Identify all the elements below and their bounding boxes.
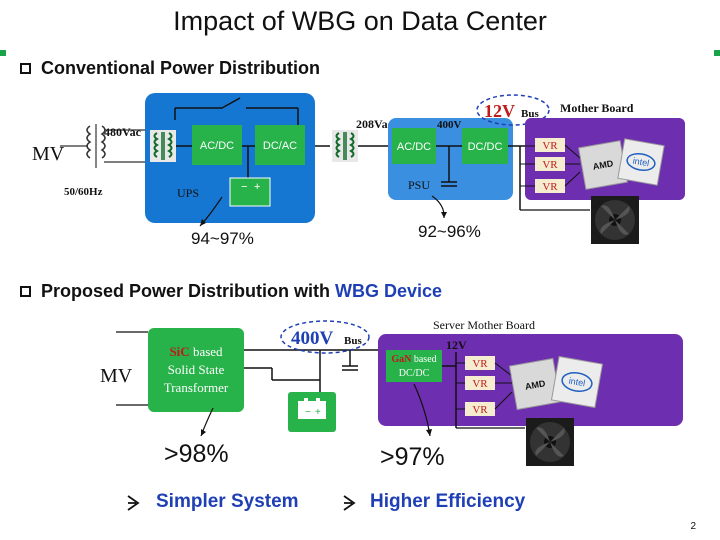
voltage-480-label: 480Vac — [104, 125, 142, 139]
vr-label-2: VR — [542, 159, 558, 171]
sst-label-line2: Solid State — [168, 362, 225, 377]
intel-cpu-icon: intel — [550, 355, 604, 409]
mv-label-2: MV — [100, 365, 133, 387]
vr-label-3: VR — [542, 181, 558, 193]
page-number: 2 — [690, 521, 696, 532]
ups-acdc-box — [192, 125, 242, 165]
page-title: Impact of WBG on Data Center — [173, 6, 547, 36]
intel-cpu-icon: intel — [617, 138, 665, 186]
cooling-fan-icon-2 — [526, 418, 574, 466]
feature-higher-efficiency: Higher Efficiency — [370, 491, 526, 512]
feature-arrow-icon-2 — [343, 495, 356, 511]
svg-text:+: + — [254, 181, 260, 193]
vr-box-3 — [535, 179, 565, 193]
frequency-label: 50/60Hz — [64, 186, 103, 198]
amd-cpu-icon: AMD — [508, 357, 562, 411]
vr-label-1: VR — [542, 140, 558, 152]
vr-box-2 — [535, 157, 565, 171]
gan-label-line1: GaN based — [391, 354, 436, 365]
psu-acdc-label: AC/DC — [397, 141, 431, 153]
sic-label: SiC — [169, 344, 189, 359]
section-proposed-heading: Proposed Power Distribution with WBG Dev… — [20, 281, 442, 302]
vr-label-4: VR — [472, 358, 488, 370]
corner-mark-left — [0, 50, 6, 56]
gan-efficiency-label: >97% — [380, 443, 445, 471]
vr-label-6: VR — [472, 404, 488, 416]
intel-logo: intel — [568, 376, 586, 389]
bus-12v-voltage: 12V — [484, 101, 515, 121]
distribution-transformer-icon — [331, 129, 359, 163]
voltage-12v-label: 12V — [446, 338, 467, 352]
section-conventional-heading: Conventional Power Distribution — [20, 58, 320, 79]
vr-box-4 — [465, 356, 495, 370]
corner-mark-right — [714, 50, 720, 56]
vr-box-1 — [535, 138, 565, 152]
ups-battery-icon: − + — [229, 177, 271, 207]
feature-arrow-icon-1 — [127, 495, 140, 511]
amd-logo: AMD — [524, 378, 546, 391]
bus-12v-indicator — [476, 94, 550, 126]
sst-label-line1: SiC based — [169, 344, 223, 359]
section-proposed-title-highlight: WBG Device — [335, 281, 443, 301]
gan-label: GaN — [391, 354, 412, 365]
checkbox-bullet-icon — [20, 63, 31, 74]
intel-logo: intel — [632, 156, 650, 169]
psu-acdc-box — [392, 128, 436, 164]
gan-dcdc-box — [386, 350, 442, 382]
bus-400v-label: Bus — [344, 335, 362, 347]
sic-based-label: based — [193, 344, 223, 359]
ups-acdc-label: AC/DC — [200, 140, 234, 152]
input-transformer-icon — [60, 124, 145, 168]
cooling-fan-icon-1 — [591, 196, 639, 244]
vr-box-5 — [465, 376, 495, 390]
psu-efficiency-label: 92~96% — [418, 222, 481, 241]
svg-text:+: + — [315, 407, 321, 418]
bus-12v-label: Bus — [521, 108, 539, 120]
section-proposed-title: Proposed Power Distribution with — [41, 281, 331, 301]
ups-efficiency-label: 94~97% — [191, 229, 254, 248]
feature-simpler-system: Simpler System — [156, 491, 299, 512]
gan-dcdc-label: DC/DC — [399, 368, 430, 379]
sst-efficiency-label: >98% — [164, 440, 229, 468]
battery-backup-icon: − + — [288, 392, 336, 432]
voltage-400-label: 400V — [437, 119, 462, 131]
vr-label-5: VR — [472, 378, 488, 390]
bus-400v-indicator — [280, 320, 370, 354]
svg-text:−: − — [241, 181, 247, 193]
svg-text:−: − — [305, 407, 311, 418]
section-conventional-title: Conventional Power Distribution — [41, 58, 321, 78]
ups-label: UPS — [177, 186, 199, 200]
checkbox-bullet-icon — [20, 286, 31, 297]
psu-dcdc-box — [462, 128, 508, 164]
psu-dcdc-label: DC/DC — [468, 141, 503, 153]
mv-label-1: MV — [32, 143, 65, 165]
gan-based-label: based — [414, 354, 437, 365]
vr-box-6 — [465, 402, 495, 416]
ups-dcac-box — [255, 125, 305, 165]
mother-board-label: Mother Board — [560, 101, 634, 115]
ups-dcac-label: DC/AC — [263, 140, 297, 152]
solid-state-transformer-box — [148, 328, 244, 412]
server-mother-board-label: Server Mother Board — [433, 318, 535, 332]
sst-label-line3: Transformer — [164, 380, 229, 395]
amd-cpu-icon: AMD — [578, 140, 628, 190]
ups-transformer-icon — [149, 129, 177, 163]
voltage-208-label: 208Vac — [356, 117, 394, 131]
bus-400v-voltage: 400V — [291, 328, 334, 349]
amd-logo: AMD — [592, 158, 614, 171]
psu-label: PSU — [408, 178, 430, 192]
